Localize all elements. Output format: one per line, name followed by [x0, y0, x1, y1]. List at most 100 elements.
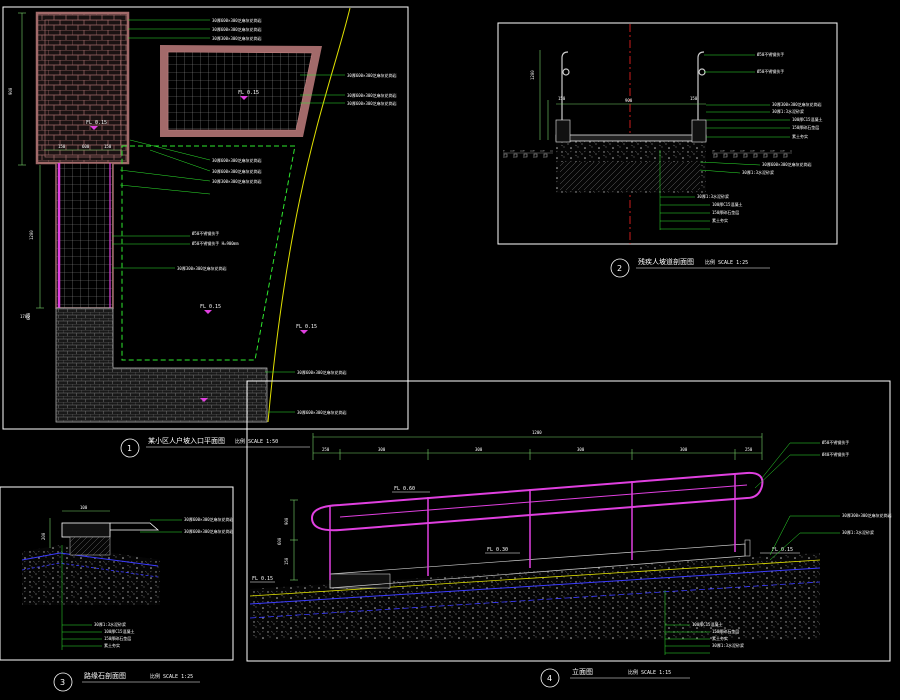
curb-title: 路缘石剖面图	[84, 671, 126, 680]
section-label-9: 30厚1:3水泥砂浆	[742, 169, 774, 175]
elevation-dim-10: 600	[277, 537, 282, 545]
section-label-6: 150厚碎石垫层	[792, 124, 819, 130]
plan-dim-4: 600	[82, 144, 90, 149]
section-dim-2: 150	[558, 96, 566, 101]
plan-title: 某小区人户坡入口平面图	[148, 436, 225, 445]
curb-dim-1: 100	[80, 505, 88, 510]
drawing-3-curb: 100 200 30厚600×300芝麻灰花岗岩 30厚600×300芝麻灰花岗…	[0, 486, 234, 692]
plan-elevation-markers	[90, 96, 308, 402]
plan-dim-3: 150	[58, 144, 66, 149]
plan-label-1: 30厚600×300芝麻灰花岗岩	[212, 17, 262, 23]
plan-label-4: 30厚600×300芝麻灰花岗岩	[347, 72, 397, 78]
elevation-label-4: 30厚1:3水泥砂浆	[842, 529, 874, 535]
curb-frame	[0, 486, 234, 661]
section-label-8: 30厚600×300芝麻灰花岗岩	[762, 161, 812, 167]
plan-scale: 比例 SCALE 1:50	[235, 438, 278, 445]
elevation-number-circle	[540, 668, 560, 688]
plan-label-2: 30厚600×300芝麻灰花岗岩	[212, 26, 262, 32]
plan-dim-6: 1700	[20, 314, 30, 319]
curb-label-2: 30厚600×300芝麻灰花岗岩	[184, 528, 234, 534]
curb-stone	[61, 522, 111, 538]
elevation-label-8: 30厚1:3水泥砂浆	[712, 642, 744, 648]
section-paving-top	[555, 134, 707, 142]
plan-elev-3: FL 0.15	[200, 304, 221, 310]
plan-site-edge	[267, 7, 351, 423]
elevation-dim-4: 300	[475, 447, 483, 452]
drawing-2-section: 900 150 150 1200 Ø50不锈钢扶手 Ø50不锈钢扶手 30厚30…	[497, 22, 838, 278]
section-label-3: 30厚300×300芝麻灰花岗岩	[772, 101, 822, 107]
curb-label-5: 150厚碎石垫层	[104, 635, 131, 641]
curb-dim-2: 200	[41, 532, 46, 540]
elevation-dim-6: 300	[680, 447, 688, 452]
elevation-dim-2: 250	[322, 447, 330, 452]
elevation-fl-3: FL 0.15	[772, 547, 793, 553]
section-greek-border-left	[503, 150, 553, 158]
elevation-label-6: 150厚碎石垫层	[712, 628, 739, 634]
elevation-label-2: Ø40不锈钢扶手	[822, 451, 849, 457]
curb-leaders	[61, 519, 182, 650]
elevation-fl-1: FL 0.60	[394, 486, 415, 492]
plan-dimension-chain	[18, 12, 122, 309]
plan-number: 1	[127, 444, 132, 453]
section-dim-1: 900	[625, 98, 633, 103]
elevation-label-3: 30厚300×300芝麻灰花岗岩	[842, 512, 892, 518]
section-title: 残疾人坡道剖面图	[638, 257, 694, 266]
section-number: 2	[617, 264, 622, 273]
section-scale: 比例 SCALE 1:25	[705, 259, 748, 266]
curb-number: 3	[60, 678, 65, 687]
plan-label-14: 30厚600×300芝麻灰花岗岩	[297, 409, 347, 415]
plan-label-9: 30厚300×300芝麻灰花岗岩	[212, 178, 262, 184]
plan-dim-5: 150	[104, 144, 112, 149]
elevation-label-5: 100厚C15混凝土	[692, 621, 722, 627]
plan-frame	[2, 6, 409, 430]
elevation-label-1: Ø50不锈钢扶手	[822, 439, 849, 445]
curb-dimensions	[49, 510, 110, 548]
curb-label-1: 30厚600×300芝麻灰花岗岩	[184, 516, 234, 522]
section-dim-4: 1200	[530, 70, 535, 80]
section-label-1: Ø50不锈钢扶手	[757, 51, 784, 57]
plan-ramp-strip	[55, 162, 114, 309]
section-curb-left	[555, 119, 571, 143]
elevation-dim-7: 250	[745, 447, 753, 452]
plan-elev-1: FL 0.15	[238, 90, 259, 96]
elevation-dim-3: 300	[378, 447, 386, 452]
elevation-dim-8: 900	[284, 517, 289, 525]
plan-label-10: Ø50不锈钢扶手	[192, 230, 219, 236]
plan-number-circle	[120, 438, 140, 458]
curb-soil-layer	[22, 545, 160, 605]
section-dim-3: 150	[690, 96, 698, 101]
plan-dim-2: 1200	[29, 230, 34, 240]
section-label-2: Ø50不锈钢扶手	[757, 68, 784, 74]
plan-lawn-outline	[121, 145, 296, 361]
section-label-5: 100厚C15混凝土	[792, 116, 822, 122]
plan-elev-2: FL 0.15	[86, 120, 107, 126]
elevation-fl-4: FL 0.15	[252, 576, 273, 582]
plan-label-5: 30厚600×300芝麻灰花岗岩	[347, 92, 397, 98]
plan-elev-4: FL 0.15	[296, 324, 317, 330]
curb-label-4: 100厚C15混凝土	[104, 628, 134, 634]
elevation-label-7: 素土夯实	[712, 635, 728, 641]
elevation-number: 4	[547, 674, 552, 683]
section-curb-right	[691, 119, 707, 143]
plan-dim-1: 900	[8, 87, 13, 95]
plan-label-8: 30厚600×300芝麻灰花岗岩	[212, 168, 262, 174]
section-number-circle	[610, 258, 630, 278]
plan-dim-7: 600	[26, 312, 31, 320]
elevation-dim-1: 1200	[532, 430, 542, 435]
curb-scale: 比例 SCALE 1:25	[150, 673, 193, 680]
elevation-frame	[246, 380, 891, 662]
curb-label-6: 素土夯实	[104, 642, 120, 648]
section-leaders	[659, 54, 790, 230]
section-railings	[561, 51, 706, 120]
plan-label-13: 30厚600×300芝麻灰花岗岩	[297, 369, 347, 375]
elevation-fl-2: FL 0.30	[487, 547, 508, 553]
curb-number-circle	[53, 672, 73, 692]
plan-label-7: 30厚600×300芝麻灰花岗岩	[212, 157, 262, 163]
plan-label-11: Ø50不锈钢扶手 H=900mm	[192, 240, 239, 246]
plan-leaders	[112, 19, 345, 413]
elevation-ground-fill	[250, 553, 820, 640]
plan-label-12: 30厚300×300芝麻灰花岗岩	[177, 265, 227, 271]
elevation-scale: 比例 SCALE 1:15	[628, 669, 671, 676]
elevation-markers	[250, 491, 800, 583]
elevation-dim-9: 150	[284, 557, 289, 565]
